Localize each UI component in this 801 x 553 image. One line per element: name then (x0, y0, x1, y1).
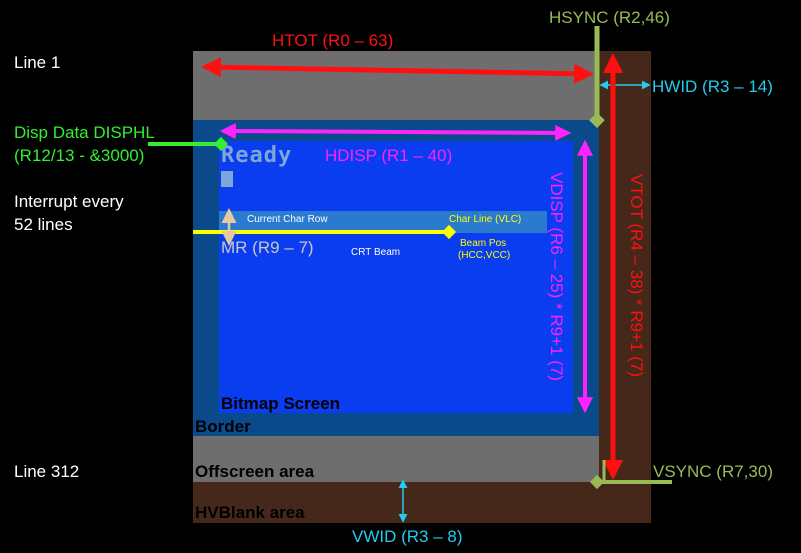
vwid-label: VWID (R3 – 8) (352, 527, 463, 546)
vtot-label: VTOT (R4 – 38) * R9+1 (7) (627, 174, 646, 377)
hdisp-label: HDISP (R1 – 40) (325, 146, 452, 165)
current-char-row-label: Current Char Row (247, 214, 328, 225)
text-cursor (221, 171, 233, 187)
crt-beam-label: CRT Beam (351, 247, 400, 258)
beam-pos-label-1: Beam Pos (460, 238, 506, 249)
beam-pos-label-2: (HCC,VCC) (458, 250, 510, 261)
mr-label: MR (R9 – 7) (221, 238, 314, 257)
hwid-label: HWID (R3 – 14) (652, 77, 773, 96)
vdisp-label: VDISP (R6 – 25) * R9+1 (7) (547, 172, 566, 381)
bitmap-screen (219, 141, 573, 413)
htot-arrow (201, 57, 594, 84)
disp-data-reg-label: (R12/13 - &3000) (14, 146, 144, 165)
htot-label: HTOT (R0 – 63) (272, 31, 393, 50)
interrupt-label-2: 52 lines (14, 215, 73, 234)
disp-data-label: Disp Data DISPHL (14, 123, 155, 142)
interrupt-label-1: Interrupt every (14, 192, 124, 211)
vsync-label: VSYNC (R7,30) (653, 462, 773, 481)
char-line-label: Char Line (VLC) (449, 214, 521, 225)
line312-label: Line 312 (14, 462, 79, 481)
beam-pos-marker (441, 224, 457, 240)
disp-data-marker (213, 136, 229, 152)
vsync-marker (589, 474, 605, 490)
offscreen-area-label: Offscreen area (195, 462, 315, 481)
line1-label: Line 1 (14, 53, 60, 72)
border-label: Border (195, 417, 251, 436)
hvblank-area-label: HVBlank area (195, 503, 305, 522)
current-char-row-band (219, 211, 547, 233)
hdisp-arrow (219, 123, 572, 141)
hsync-label: HSYNC (R2,46) (549, 8, 670, 27)
bitmap-screen-label: Bitmap Screen (221, 394, 340, 413)
ready-text: Ready (221, 143, 292, 168)
